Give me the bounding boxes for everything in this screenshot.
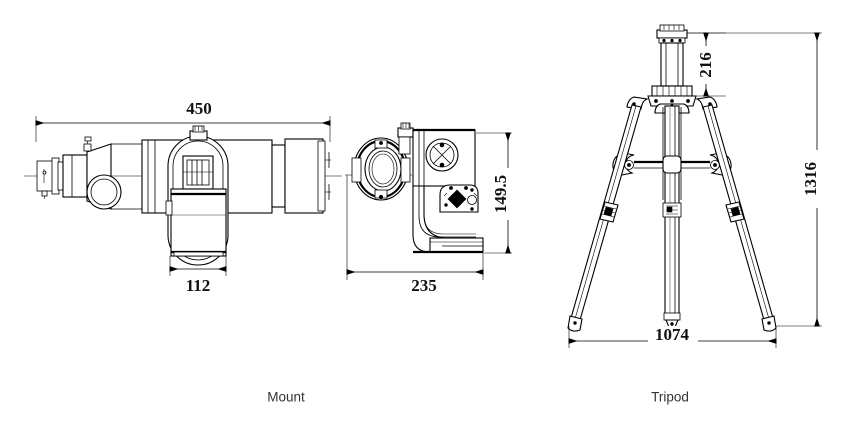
dimension-235: 235 xyxy=(346,175,484,295)
mount-side-view: 149.5 235 xyxy=(345,122,513,295)
caption-mount: Mount xyxy=(267,390,305,405)
dimension-label-216: 216 xyxy=(696,52,715,78)
tripod-leg-left xyxy=(567,104,642,332)
azimuth-dial xyxy=(425,138,459,172)
dimension-label-149-5: 149.5 xyxy=(491,175,510,213)
dimension-216: 216 xyxy=(687,32,726,97)
tripod-foot-right xyxy=(761,315,777,332)
tube-ring-front xyxy=(351,137,411,201)
cradle-inner-tube xyxy=(182,155,214,190)
side-clamp-knob xyxy=(397,122,414,155)
tripod-leg-right xyxy=(702,104,777,332)
dimension-label-450: 450 xyxy=(186,99,212,118)
tripod-centre-column-lower xyxy=(662,105,682,328)
tripod-spreader xyxy=(612,152,732,176)
tripod-leg-centre xyxy=(662,107,682,200)
cradle-clamp-knob xyxy=(189,125,208,141)
dimension-1074: 1074 xyxy=(568,325,777,348)
leg-lock-right xyxy=(725,201,745,223)
dimension-label-235: 235 xyxy=(411,276,437,295)
dimension-label-112: 112 xyxy=(186,276,211,295)
focus-knob xyxy=(86,174,122,210)
dimension-label-1316: 1316 xyxy=(801,162,820,196)
mount-cradle xyxy=(165,125,229,266)
mount-fork-box xyxy=(165,188,227,257)
tripod-view: 216 xyxy=(567,24,824,405)
dimension-149-5: 149.5 xyxy=(476,132,513,254)
dimension-112: 112 xyxy=(169,256,227,295)
focuser-drawtube xyxy=(62,154,88,198)
dimension-450: 450 xyxy=(35,99,331,142)
eyepiece-holder xyxy=(36,157,65,199)
leg-lock-left xyxy=(599,201,619,223)
tripod-head-plate xyxy=(656,24,688,44)
dimension-1316: 1316 xyxy=(687,32,824,327)
caption-tripod: Tripod xyxy=(651,390,689,405)
dimension-label-1074: 1074 xyxy=(655,325,690,344)
tripod-centre-column-upper xyxy=(660,42,684,87)
mount-view: 450 xyxy=(24,99,342,405)
tripod-foot-left xyxy=(567,315,583,332)
objective-dew-shield xyxy=(271,138,331,214)
mount-base-plate xyxy=(413,237,484,254)
mount-head-body xyxy=(412,128,484,254)
slow-motion-block xyxy=(439,184,479,213)
